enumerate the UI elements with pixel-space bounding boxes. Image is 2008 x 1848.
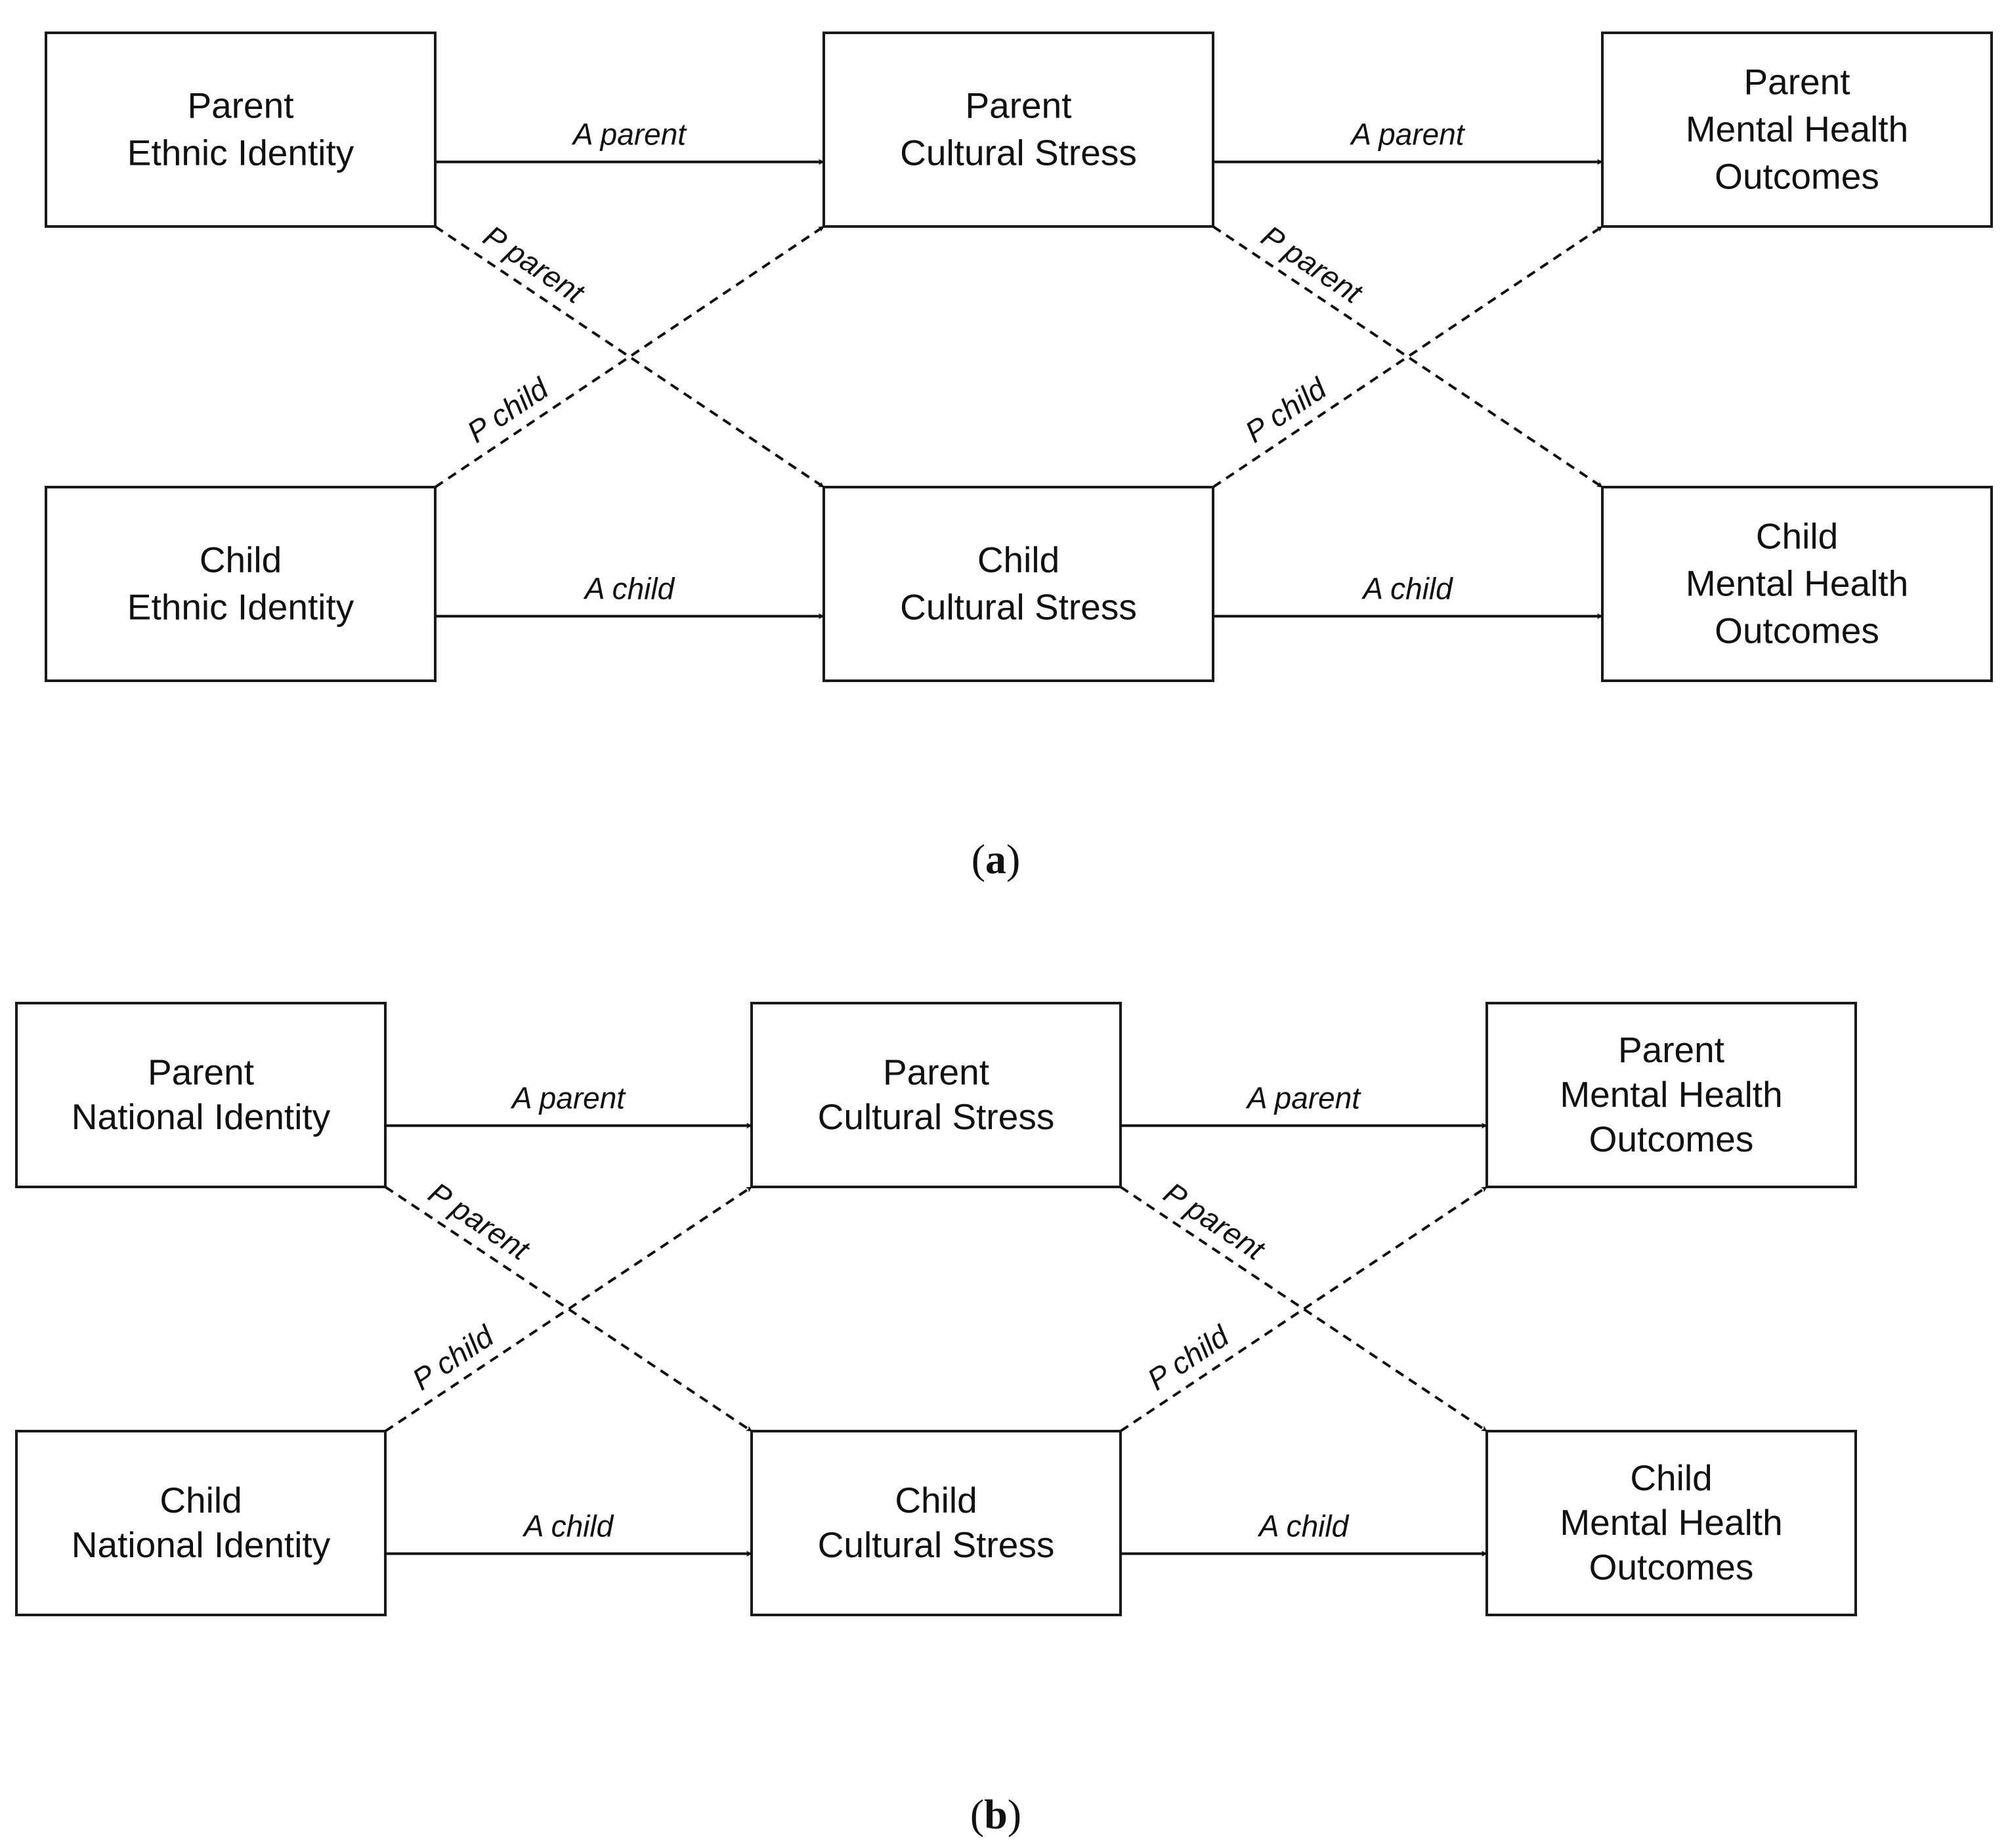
node-label-line: Child: [895, 1480, 977, 1520]
node-label-line: Outcomes: [1715, 611, 1879, 651]
node-label-line: Parent: [148, 1052, 254, 1092]
node-label-line: Child: [1756, 516, 1838, 557]
node-box: [1601, 486, 1993, 682]
dashed-arrow-line: [1119, 1186, 1488, 1432]
node-box: [45, 32, 437, 228]
path-label: A parent: [1245, 1081, 1361, 1115]
actor-path-a-child-1: A child: [385, 1509, 752, 1557]
path-label: A child: [583, 572, 675, 606]
actor-path-a-parent-2: A parent: [1213, 118, 1603, 165]
node-label-line: Child: [160, 1480, 242, 1520]
node-box: [15, 1430, 387, 1616]
node-label-line: Child: [977, 540, 1059, 580]
path-label: P child: [1239, 370, 1333, 449]
node-label-line: Parent: [883, 1052, 989, 1092]
node-label-line: National Identity: [72, 1524, 331, 1565]
actor-path-a-parent-2: A parent: [1121, 1081, 1487, 1129]
actor-path-a-child-2: A child: [1121, 1509, 1487, 1557]
dashed-arrow-line: [1119, 1186, 1488, 1432]
path-label: P parent: [1255, 219, 1369, 311]
node-box: [822, 486, 1214, 682]
dashed-arrow-line: [384, 1186, 753, 1432]
actor-path-a-child-1: A child: [435, 572, 824, 620]
path-label: P parent: [423, 1175, 537, 1267]
path-label: A child: [1361, 572, 1453, 606]
partner-path-p-parent-1: P parent: [384, 1175, 753, 1432]
node-label-line: Mental Health: [1686, 563, 1908, 604]
node-box: [822, 32, 1214, 228]
node-label-line: Cultural Stress: [900, 587, 1137, 628]
actor-path-a-child-2: A child: [1213, 572, 1603, 620]
path-label: A parent: [1349, 118, 1465, 152]
node-label-line: Mental Health: [1686, 109, 1908, 150]
panel-caption: (a): [972, 836, 1021, 882]
panel-caption: (b): [970, 1791, 1021, 1837]
node-label-line: Outcomes: [1589, 1547, 1754, 1587]
node-label-line: Outcomes: [1589, 1119, 1754, 1159]
node-box: [45, 486, 437, 682]
node-box: [15, 1002, 387, 1188]
actor-path-a-parent-1: A parent: [385, 1081, 752, 1129]
path-label: A parent: [510, 1081, 626, 1115]
node-label-line: Cultural Stress: [818, 1524, 1055, 1565]
node-label-line: Outcomes: [1715, 156, 1879, 197]
dashed-arrow-line: [384, 1186, 753, 1432]
actor-path-a-parent-1: A parent: [435, 118, 824, 165]
path-label: P child: [461, 370, 555, 449]
node-label-line: Cultural Stress: [900, 133, 1137, 173]
node-label-line: Parent: [1743, 62, 1850, 102]
node-box: [750, 1002, 1122, 1188]
node-box: [1601, 32, 1993, 228]
path-label: A child: [522, 1509, 614, 1543]
partner-path-p-parent-2: P parent: [1119, 1175, 1488, 1432]
node-label-line: National Identity: [72, 1096, 331, 1137]
node-label-line: Mental Health: [1560, 1074, 1782, 1115]
node-label-line: Parent: [965, 85, 1071, 126]
node-label-line: Ethnic Identity: [127, 587, 354, 628]
node-box: [750, 1430, 1122, 1616]
path-label: A parent: [571, 118, 687, 152]
node-label-line: Parent: [187, 85, 293, 126]
node-label-line: Child: [200, 540, 282, 580]
node-box: [1485, 1430, 1857, 1616]
node-label-line: Parent: [1618, 1029, 1724, 1070]
path-label: A child: [1257, 1509, 1350, 1543]
node-label-line: Mental Health: [1560, 1502, 1782, 1543]
node-label-line: Child: [1630, 1457, 1712, 1498]
path-label: P parent: [477, 219, 591, 311]
node-label-line: Ethnic Identity: [127, 133, 354, 173]
path-label: P parent: [1158, 1175, 1272, 1267]
node-box: [1485, 1002, 1857, 1188]
node-label-line: Cultural Stress: [818, 1096, 1055, 1137]
